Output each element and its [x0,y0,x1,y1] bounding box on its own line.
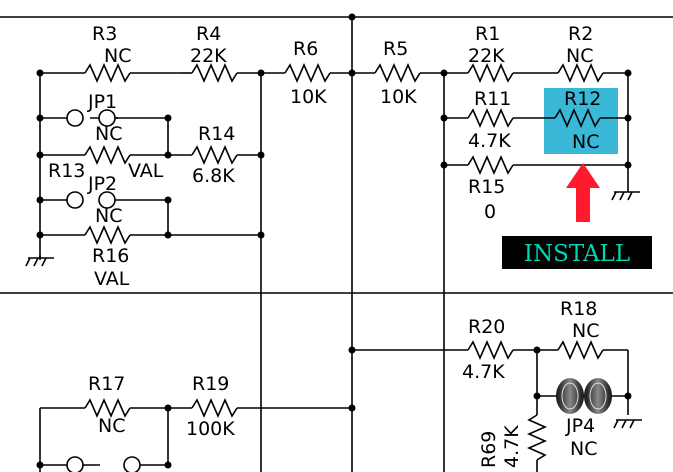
ground-symbol-right [611,190,640,201]
label-r11: R11 [474,88,511,110]
r18-resistor [557,340,604,360]
r6-resistor [284,63,331,83]
ground-symbol-lower [613,419,642,429]
label-jp4: JP4 [565,415,595,437]
label-r15: R15 [468,176,505,198]
label-r6-value: 10K [290,86,327,108]
label-r1-value: 22K [468,45,505,67]
label-r12-value: NC [572,131,599,153]
label-r20-value: 4.7K [462,361,505,383]
label-r17-value: NC [98,415,125,437]
r12-resistor [554,108,601,128]
install-label-box [502,236,652,269]
r69-resistor [527,414,547,461]
label-r69: R69 [478,431,500,468]
label-r5: R5 [383,38,408,60]
label-r12: R12 [564,88,601,110]
r11-resistor [467,108,514,128]
label-r13: R13 [48,160,85,182]
label-r19: R19 [192,373,229,395]
label-r18-value: NC [572,320,599,342]
label-r14-value: 6.8K [192,165,235,187]
label-jp1-value: NC [95,123,122,145]
label-r3-value: NC [104,45,131,67]
label-jp1: JP1 [87,91,117,113]
label-r2-value: NC [566,45,593,67]
r3-resistor [84,63,131,83]
r13-resistor [84,145,131,165]
label-r11-value: 4.7K [468,130,511,152]
r1-resistor [467,63,514,83]
label-r20: R20 [468,316,505,338]
label-r13-value: VAL [128,160,164,182]
junction-nodes [36,13,632,469]
r16-resistor [84,225,131,245]
label-r14: R14 [198,123,235,145]
r4-resistor [191,63,238,83]
r19-resistor [191,398,238,418]
label-jp2: JP2 [87,173,117,195]
label-r16-value: VAL [94,268,130,290]
label-r16: R16 [92,245,129,267]
r17-resistor [84,398,131,418]
r5-resistor [374,63,421,83]
label-r5-value: 10K [380,86,417,108]
r20-resistor [467,340,514,360]
r14-resistor [191,145,238,165]
label-r17: R17 [88,373,125,395]
label-jp4-value: NC [570,438,597,460]
label-r3: R3 [92,23,117,45]
label-r4: R4 [196,23,221,45]
jp1-pad-left [66,109,84,127]
r15-resistor [467,155,514,175]
label-r6: R6 [293,38,318,60]
jp4-jumper [556,378,612,414]
ground-symbol-left [25,255,54,267]
install-label: INSTALL [524,241,630,267]
label-r15-value: 0 [484,201,496,223]
label-r2: R2 [568,23,593,45]
label-r18: R18 [560,298,597,320]
jp2-pad-left [66,191,84,209]
red-arrow-icon [566,163,600,222]
label-r4-value: 22K [190,45,227,67]
label-r69-value: 4.7K [501,425,523,468]
label-r19-value: 100K [186,418,235,440]
r12-highlight [544,88,618,154]
label-jp2-value: NC [95,205,122,227]
r2-resistor [557,63,604,83]
label-r1: R1 [475,23,500,45]
